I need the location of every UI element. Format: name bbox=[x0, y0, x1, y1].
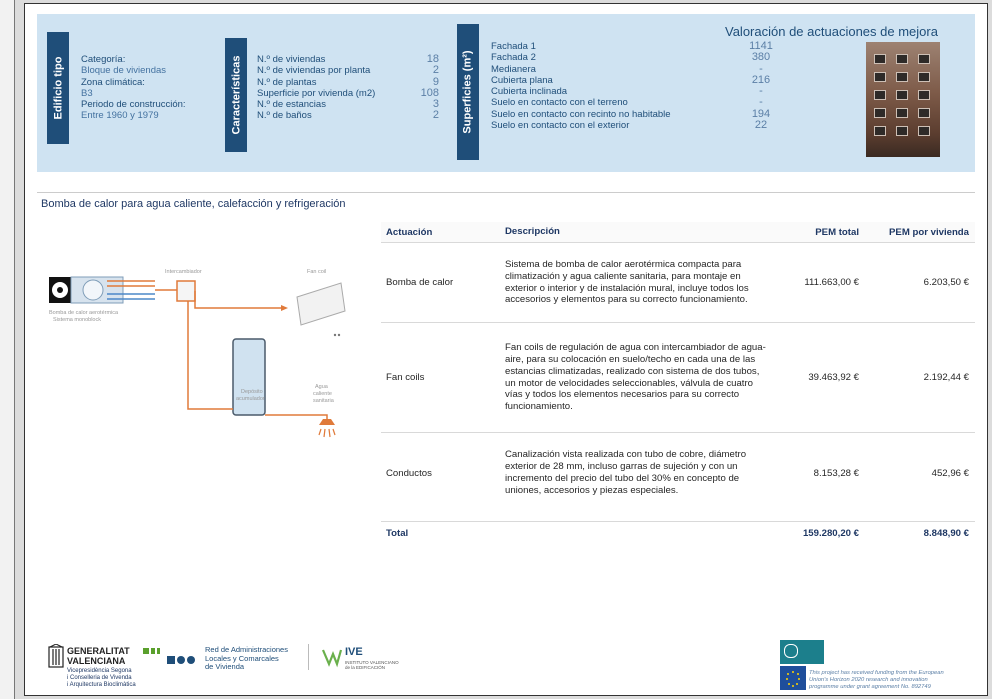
section-divider bbox=[37, 192, 975, 193]
shower-icon bbox=[318, 419, 336, 438]
bomba-caption-2: Sistema monoblock bbox=[53, 317, 101, 323]
row-actuacion: Fan coils bbox=[386, 372, 425, 383]
agua-caption-3: sanitaria bbox=[313, 398, 335, 404]
row-descripcion: Canalización vista realizada con tubo de… bbox=[505, 449, 747, 496]
building-summary-panel: Edificio tipo Categoría: Bloque de vivie… bbox=[37, 14, 975, 172]
eu-flag-icon bbox=[780, 666, 806, 690]
tank-icon bbox=[232, 338, 266, 416]
header-pem-total: PEM total bbox=[815, 226, 859, 238]
gva-coat-of-arms-icon bbox=[48, 644, 64, 668]
table-total-row: Total 159.280,20 € 8.848,90 € bbox=[381, 521, 975, 544]
row-actuacion: Bomba de calor bbox=[386, 277, 454, 288]
zona-label: Zona climática: bbox=[81, 76, 145, 88]
row-pem-vivienda: 452,96 € bbox=[931, 467, 969, 479]
header-pem-vivienda: PEM por vivienda bbox=[889, 226, 969, 238]
header-actuacion: Actuación bbox=[386, 226, 433, 238]
caracteristica-row: Superficie por vivienda (m2)108 bbox=[257, 86, 439, 99]
edificio-info: Categoría: Bloque de viviendas Zona clim… bbox=[81, 54, 211, 122]
heat-pump-icon bbox=[49, 276, 155, 304]
valoracion-title: Valoración de actuaciones de mejora bbox=[725, 24, 938, 39]
superficie-row: Cubierta inclinada- bbox=[491, 85, 763, 98]
table-header: Actuación Descripción PEM total PEM por … bbox=[381, 222, 975, 243]
superficie-row: Suelo en contacto con el terreno- bbox=[491, 96, 763, 109]
intercambiador-label: Intercambiador bbox=[165, 269, 202, 275]
superficie-row: Medianera- bbox=[491, 62, 763, 75]
ive-name: IVE bbox=[345, 646, 363, 658]
actuaciones-table: Actuación Descripción PEM total PEM por … bbox=[381, 222, 975, 544]
total-vivienda: 8.848,90 € bbox=[923, 527, 969, 539]
eu-funding-text: This project has received funding from t… bbox=[809, 670, 944, 691]
row-actuacion: Conductos bbox=[386, 467, 432, 479]
agua-caption-1: Agua bbox=[315, 384, 329, 390]
tab-superficies: Superficies (m²) bbox=[457, 24, 479, 160]
periodo-label: Periodo de construcción: bbox=[81, 99, 186, 111]
table-row: Conductos Canalización vista realizada c… bbox=[381, 433, 975, 513]
heat-pump-diagram: Bomba de calor aerotérmica Sistema monob… bbox=[49, 269, 346, 438]
left-panel-edge bbox=[0, 0, 15, 699]
table-row: Fan coils Fan coils de regulación de agu… bbox=[381, 323, 975, 433]
project-logo-icon bbox=[780, 640, 824, 664]
row-pem-total: 111.663,00 € bbox=[804, 277, 859, 288]
categoria-value: Bloque de viviendas bbox=[81, 65, 167, 77]
bomba-caption-1: Bomba de calor aerotérmica bbox=[49, 310, 119, 316]
fan-coil-label: Fan coil bbox=[307, 269, 326, 275]
agua-caption-2: caliente bbox=[313, 391, 332, 397]
row-pem-total: 8.153,28 € bbox=[813, 467, 859, 479]
periodo-value: Entre 1960 y 1979 bbox=[81, 110, 159, 122]
row-descripcion: Fan coils de regulación de agua con inte… bbox=[505, 341, 766, 413]
row-descripcion: Sistema de bomba de calor aerotérmica co… bbox=[505, 258, 749, 306]
deposito-caption-2: acumulador bbox=[236, 396, 265, 402]
superficie-row: Suelo en contacto con recinto no habitab… bbox=[491, 107, 771, 120]
total-pem: 159.280,20 € bbox=[802, 527, 859, 539]
row-pem-vivienda: 6.203,50 € bbox=[923, 277, 969, 288]
deposito-caption-1: Depósito bbox=[241, 389, 263, 395]
building-photo bbox=[866, 42, 940, 157]
row-pem-total: 39.463,92 € bbox=[808, 372, 859, 383]
xarxa-logo-icon bbox=[143, 648, 195, 664]
total-label: Total bbox=[386, 527, 409, 539]
ive-logo-icon bbox=[321, 649, 343, 668]
zona-value: B3 bbox=[81, 87, 93, 99]
intercambiador-icon bbox=[176, 280, 196, 302]
table-row: Bomba de calor Sistema de bomba de calor… bbox=[381, 243, 975, 323]
header-descripcion: Descripción bbox=[505, 226, 560, 238]
section-title: Bomba de calor para agua caliente, calef… bbox=[41, 198, 346, 210]
categoria-label: Categoría: bbox=[81, 54, 126, 65]
fan-coil-icon bbox=[296, 282, 346, 337]
tab-caracteristicas: Características bbox=[225, 38, 247, 152]
document-page: Edificio tipo Categoría: Bloque de vivie… bbox=[24, 3, 988, 696]
tab-edificio-tipo: Edificio tipo bbox=[47, 32, 69, 144]
row-pem-vivienda: 2.192,44 € bbox=[923, 372, 969, 383]
footer-separator bbox=[308, 644, 309, 670]
